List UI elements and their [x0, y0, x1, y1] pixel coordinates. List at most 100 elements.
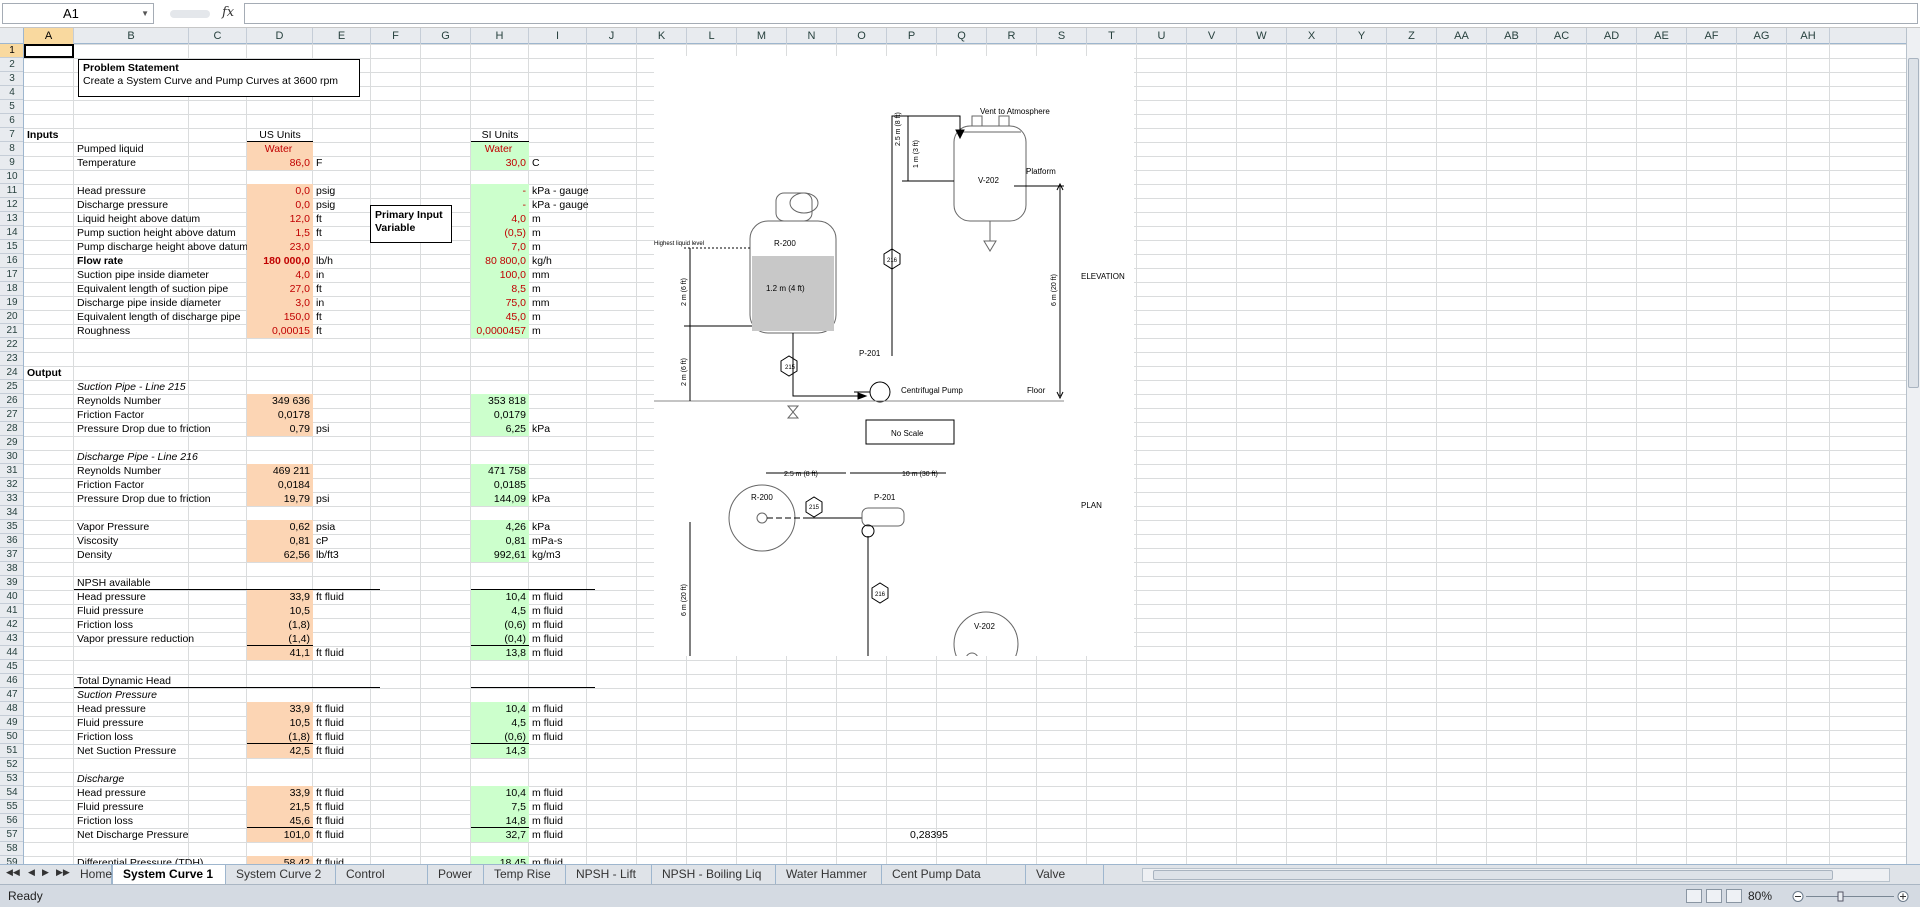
- si-value[interactable]: Water: [471, 142, 529, 156]
- us-value[interactable]: 58,42: [247, 856, 313, 864]
- si-value[interactable]: 75,0: [471, 296, 529, 310]
- row-header[interactable]: 40: [0, 590, 23, 604]
- chevron-down-icon[interactable]: ▼: [141, 9, 149, 18]
- si-unit[interactable]: m: [532, 227, 541, 239]
- us-value[interactable]: 0,81: [247, 534, 313, 548]
- si-value[interactable]: 0,0185: [471, 478, 529, 492]
- si-value[interactable]: -: [471, 198, 529, 212]
- column-header[interactable]: Z: [1387, 28, 1437, 44]
- row-label[interactable]: Friction loss: [77, 731, 134, 743]
- si-value[interactable]: 4,5: [471, 604, 529, 618]
- column-header[interactable]: O: [837, 28, 887, 44]
- sheet-tab[interactable]: Valve Data: [1026, 865, 1104, 899]
- row-header[interactable]: 29: [0, 436, 23, 450]
- si-unit[interactable]: m: [532, 213, 541, 225]
- row-label[interactable]: Vapor pressure reduction: [77, 633, 195, 645]
- row-label[interactable]: [74, 646, 274, 660]
- zoom-level[interactable]: 80%: [1748, 889, 1773, 903]
- us-unit[interactable]: psig: [316, 185, 336, 197]
- row-header[interactable]: 15: [0, 240, 23, 254]
- sheet-tab[interactable]: NPSH - Boiling Liq: [652, 865, 776, 884]
- column-header[interactable]: C: [189, 28, 247, 44]
- row-label[interactable]: Liquid height above datum: [77, 213, 201, 225]
- vertical-scrollbar[interactable]: [1906, 28, 1920, 864]
- row-label[interactable]: Fluid pressure: [77, 717, 144, 729]
- us-unit[interactable]: ft: [316, 283, 322, 295]
- us-unit[interactable]: [313, 408, 371, 422]
- horizontal-scroll-thumb[interactable]: [1153, 870, 1833, 880]
- us-unit[interactable]: ft fluid: [316, 703, 345, 715]
- us-unit[interactable]: cP: [316, 535, 329, 547]
- row-header[interactable]: 53: [0, 772, 23, 786]
- si-unit[interactable]: [529, 464, 609, 478]
- row-header[interactable]: 25: [0, 380, 23, 394]
- row-header[interactable]: 31: [0, 464, 23, 478]
- sheet-tab[interactable]: Cent Pump Data Sheet: [882, 865, 1026, 899]
- column-header[interactable]: G: [421, 28, 471, 44]
- si-unit[interactable]: m fluid: [532, 605, 563, 617]
- us-unit[interactable]: psia: [316, 521, 336, 533]
- row-label[interactable]: Viscosity: [77, 535, 119, 547]
- si-unit[interactable]: kPa - gauge: [532, 199, 589, 211]
- horizontal-scrollbar[interactable]: [1142, 868, 1890, 882]
- us-unit[interactable]: ft fluid: [316, 787, 345, 799]
- si-value[interactable]: 10,4: [471, 590, 529, 604]
- si-unit[interactable]: mPa-s: [532, 535, 563, 547]
- si-value[interactable]: 18,45: [471, 856, 529, 864]
- si-value[interactable]: 10,4: [471, 702, 529, 716]
- column-header[interactable]: B: [74, 28, 189, 44]
- normal-view-icon[interactable]: [1686, 889, 1702, 903]
- us-unit[interactable]: [313, 632, 371, 646]
- row-header[interactable]: 56: [0, 814, 23, 828]
- suction-pressure-title[interactable]: Suction Pressure: [77, 689, 157, 701]
- si-unit[interactable]: m fluid: [532, 703, 563, 715]
- us-unit[interactable]: [313, 618, 371, 632]
- si-value[interactable]: 7,0: [471, 240, 529, 254]
- row-label[interactable]: Fluid pressure: [77, 605, 144, 617]
- next-sheet-icon[interactable]: ▶: [42, 867, 49, 877]
- si-unit[interactable]: m fluid: [532, 829, 563, 841]
- us-unit[interactable]: ft: [316, 227, 322, 239]
- row-label[interactable]: Head pressure: [77, 591, 146, 603]
- row-label[interactable]: Pump discharge height above datum: [77, 241, 249, 253]
- us-unit[interactable]: ft fluid: [316, 857, 345, 864]
- us-value[interactable]: 0,00015: [247, 324, 313, 338]
- row-header[interactable]: 21: [0, 324, 23, 338]
- row-header[interactable]: 42: [0, 618, 23, 632]
- inputs-header[interactable]: Inputs: [27, 129, 59, 141]
- npsh-title[interactable]: NPSH available: [74, 576, 380, 590]
- row-label[interactable]: Friction Factor: [77, 479, 145, 491]
- us-value[interactable]: (1,8): [247, 618, 313, 632]
- column-header[interactable]: N: [787, 28, 837, 44]
- us-value[interactable]: 180 000,0: [247, 254, 313, 268]
- row-header[interactable]: 13: [0, 212, 23, 226]
- row-header[interactable]: 38: [0, 562, 23, 576]
- insert-function-icon[interactable]: fx: [222, 5, 235, 20]
- us-value[interactable]: 86,0: [247, 156, 313, 170]
- si-value[interactable]: 353 818: [471, 394, 529, 408]
- si-value[interactable]: 4,26: [471, 520, 529, 534]
- row-label[interactable]: Net Discharge Pressure: [77, 829, 189, 841]
- us-value[interactable]: 3,0: [247, 296, 313, 310]
- us-value[interactable]: 1,5: [247, 226, 313, 240]
- si-unit[interactable]: mm: [532, 297, 550, 309]
- us-unit[interactable]: psi: [316, 423, 330, 435]
- row-label[interactable]: Friction loss: [77, 619, 134, 631]
- column-header[interactable]: R: [987, 28, 1037, 44]
- row-header[interactable]: 54: [0, 786, 23, 800]
- us-unit[interactable]: ft fluid: [316, 591, 345, 603]
- name-box[interactable]: A1 ▼: [2, 3, 154, 24]
- row-header[interactable]: 52: [0, 758, 23, 772]
- zoom-slider[interactable]: [1792, 891, 1910, 902]
- column-header[interactable]: J: [587, 28, 637, 44]
- row-header[interactable]: 43: [0, 632, 23, 646]
- column-header[interactable]: AH: [1787, 28, 1830, 44]
- us-value[interactable]: 0,0178: [247, 408, 313, 422]
- sheet-tab[interactable]: Power: [428, 865, 484, 884]
- row-header[interactable]: 55: [0, 800, 23, 814]
- us-unit[interactable]: psig: [316, 199, 336, 211]
- first-sheet-icon[interactable]: ◀◀: [6, 867, 20, 877]
- row-header[interactable]: 26: [0, 394, 23, 408]
- us-unit[interactable]: in: [316, 269, 325, 281]
- row-label[interactable]: Equivalent length of discharge pipe: [77, 311, 241, 323]
